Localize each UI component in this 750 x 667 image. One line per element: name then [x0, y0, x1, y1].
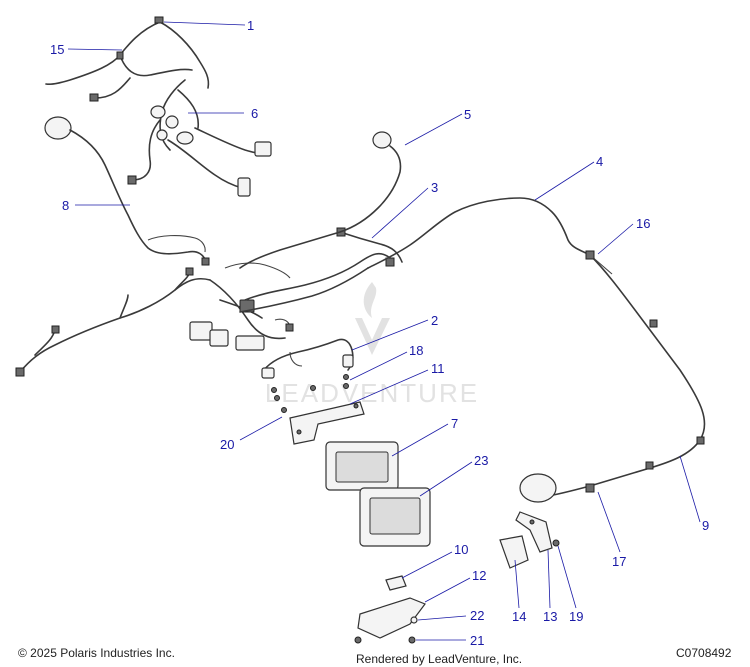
- part-5-harness: [239, 131, 402, 269]
- callout-6[interactable]: 6: [251, 106, 259, 121]
- part-7-display: [325, 441, 399, 491]
- lower-left-harness: [15, 267, 211, 377]
- callout-13[interactable]: 13: [543, 609, 558, 624]
- part-19-nut: [552, 539, 560, 547]
- part-13-bracket: [515, 511, 553, 553]
- part-21-nut: [354, 636, 416, 644]
- part-6-harness: [127, 79, 272, 197]
- part-14-clip: [499, 535, 529, 569]
- callout-3[interactable]: 3: [431, 180, 439, 195]
- part-9-cable: [547, 250, 706, 497]
- callout-19[interactable]: 19: [569, 609, 584, 624]
- callout-10[interactable]: 10: [454, 542, 469, 557]
- callout-8[interactable]: 8: [62, 198, 70, 213]
- part-8-harness: [44, 116, 210, 266]
- callout-18[interactable]: 18: [409, 343, 424, 358]
- part-10-clip: [385, 575, 407, 591]
- watermark-text: LEADVENTURE: [265, 378, 479, 408]
- callout-7[interactable]: 7: [451, 416, 459, 431]
- callout-11[interactable]: 11: [431, 361, 445, 376]
- callout-15[interactable]: 15: [50, 42, 65, 57]
- part-22-washer: [410, 616, 418, 624]
- callout-5[interactable]: 5: [464, 107, 472, 122]
- callout-22[interactable]: 22: [470, 608, 485, 623]
- callout-20[interactable]: 20: [220, 437, 235, 452]
- part-12-bracket: [357, 597, 426, 639]
- part-23-display: [359, 487, 431, 547]
- callout-17[interactable]: 17: [612, 554, 627, 569]
- watermark-logo: LEADVENTURE: [265, 282, 479, 408]
- center-connector-cluster: [189, 279, 286, 351]
- callout-4[interactable]: 4: [596, 154, 604, 169]
- speaker-part: [519, 473, 557, 503]
- callout-14[interactable]: 14: [512, 609, 527, 624]
- callout-12[interactable]: 12: [472, 568, 487, 583]
- part-3-harness: [224, 227, 403, 332]
- small-fasteners: [271, 374, 349, 413]
- callout-21[interactable]: 21: [470, 633, 485, 648]
- diagram-code: C0708492: [676, 646, 732, 660]
- part-2-harness: [261, 338, 354, 379]
- callout-2[interactable]: 2: [431, 313, 439, 328]
- callout-23[interactable]: 23: [474, 453, 489, 468]
- part-4-cable: [367, 197, 591, 269]
- callout-1[interactable]: 1: [247, 18, 255, 33]
- part-15-harness: [45, 16, 210, 102]
- leader-lines: [67, 21, 701, 641]
- copyright-text: © 2025 Polaris Industries Inc.: [18, 646, 175, 660]
- part-11-bracket: [289, 401, 365, 445]
- rendered-by-text: Rendered by LeadVenture, Inc.: [356, 652, 523, 666]
- callout-9[interactable]: 9: [702, 518, 710, 533]
- callout-16[interactable]: 16: [636, 216, 651, 231]
